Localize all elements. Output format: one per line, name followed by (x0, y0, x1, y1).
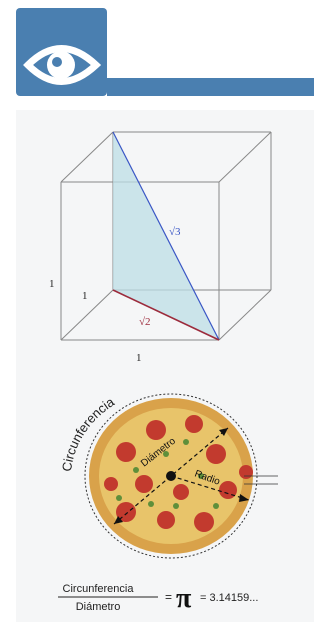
diameter-arrowhead-bottom (114, 516, 123, 524)
space-diagonal-line (112, 131, 220, 341)
space-diagonal-label: √3 (169, 226, 181, 238)
pi-formula: Circunferencia Diámetro = π = 3.14159... (40, 578, 300, 614)
content-panel: √3 √2 1 1 1 Diámetro Radi (16, 110, 314, 622)
eye-logo (16, 8, 107, 96)
circle-center-dot (166, 471, 176, 481)
radius-arrowhead (239, 494, 249, 502)
diameter-arrowhead-top (219, 428, 228, 436)
cube-diagram: √3 √2 1 1 1 (49, 131, 272, 364)
pi-symbol: π (176, 583, 192, 614)
header-bar (107, 78, 314, 96)
face-diagonal-line (112, 289, 220, 341)
pi-value: = 3.14159... (200, 592, 258, 604)
edge-label-left: 1 (49, 278, 55, 290)
face-diagonal-label: √2 (139, 316, 151, 328)
circle-diagram: Diámetro Radio Circunferencia (59, 393, 278, 559)
pi-formula-graphic: Circunferencia Diámetro = π = 3.14159... (58, 583, 258, 614)
edge-label-depth: 1 (82, 290, 88, 302)
pizza-herbs (116, 439, 219, 509)
diameter-line (113, 427, 229, 525)
edge-label-bottom: 1 (136, 352, 142, 364)
formula-numerator: Circunferencia (63, 583, 135, 595)
formula-denominator: Diámetro (76, 601, 121, 613)
formula-equals: = (165, 590, 172, 604)
eye-icon (23, 45, 102, 85)
